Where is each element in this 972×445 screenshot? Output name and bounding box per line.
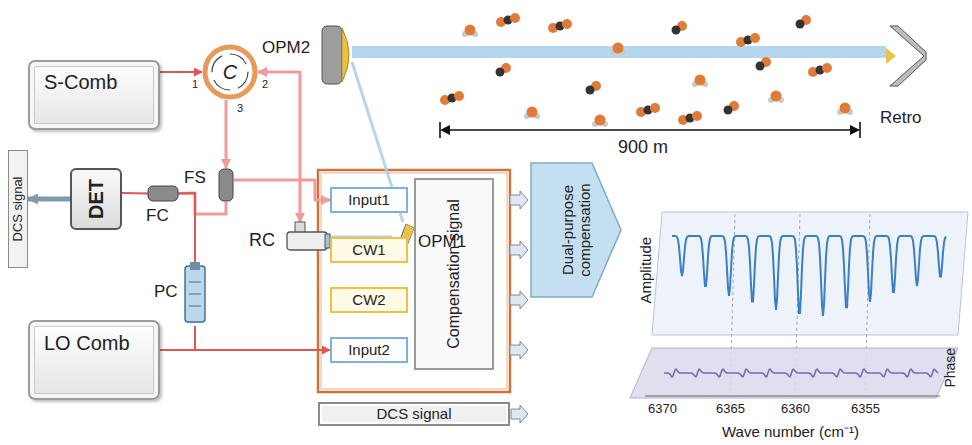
comb-source-box: S-Comb (28, 60, 160, 130)
node-text: Input2 (348, 341, 390, 358)
axis-label: Wave number (cm⁻¹) (722, 424, 859, 441)
node-shape (218, 168, 234, 202)
retroreflector: Retro (886, 24, 926, 88)
fiber-coupler: FC (148, 186, 178, 201)
node-text: DCS signal (11, 155, 26, 263)
housing-inner-line (321, 173, 507, 389)
node-text: RC (249, 230, 275, 251)
molecule (808, 63, 832, 77)
phase-plane (630, 348, 958, 398)
node-text: PC (154, 282, 178, 302)
parabolic-mirror: OPM2 (322, 22, 352, 88)
port-number: 1 (192, 78, 198, 90)
cw-box: CW1 (330, 237, 408, 263)
input-box: Input2 (330, 337, 408, 363)
axis-label: Amplitude (638, 237, 655, 304)
reflective-collimator: RC (285, 222, 330, 258)
circulator: C (202, 44, 258, 100)
compensation-signal-box: Compensation signal (414, 178, 494, 370)
axis-label: 6365 (716, 402, 745, 416)
cw-box: CW2 (330, 287, 408, 313)
node-text: FC (146, 206, 169, 226)
molecule (592, 115, 608, 128)
fiber-connector (225, 100, 228, 168)
molecule (692, 75, 708, 88)
node-text: DET (85, 173, 108, 225)
fiber-connector (28, 197, 70, 202)
node-text: Compensation signal (445, 183, 463, 365)
node-text: CW1 (352, 241, 385, 258)
molecule (496, 13, 520, 27)
amplitude-spectrum (672, 236, 946, 316)
compensation-housing (318, 170, 510, 392)
node-text: OPM2 (262, 38, 310, 58)
comb-source-box: LO Comb (28, 320, 160, 400)
fiber-connector (178, 193, 195, 262)
fiber-connector (122, 192, 148, 195)
port-number: 2 (262, 78, 268, 90)
input-box: Input1 (330, 187, 408, 213)
fiber-connector (258, 72, 300, 222)
dimension-label: 900 m (618, 138, 668, 158)
molecule (462, 25, 478, 38)
output-arrows (510, 191, 528, 423)
molecule (610, 43, 626, 56)
molecule (636, 103, 660, 117)
molecule (724, 101, 740, 115)
port-number: 3 (237, 102, 243, 114)
molecule (496, 63, 512, 77)
molecule (736, 33, 760, 47)
node-shape (322, 22, 352, 88)
node-text: CW2 (352, 291, 385, 308)
fiber-connector (160, 349, 330, 351)
axis-label: 6355 (851, 402, 880, 416)
signal-output-box: DCS signal (8, 150, 28, 268)
axis-label: Phase (943, 348, 958, 388)
axis-label: 6370 (648, 402, 677, 416)
fiber-splitter: FS (218, 168, 234, 202)
node-text: LO Comb (44, 332, 130, 355)
dimension-arrow (440, 122, 860, 138)
node-text: FS (184, 168, 206, 188)
axis-label: 6360 (781, 402, 810, 416)
phase-spectrum (664, 369, 938, 377)
node-shape (148, 186, 178, 201)
fiber-connector (160, 326, 195, 350)
node-text: Dual-purpose compensation (559, 174, 594, 286)
fiber-connector (234, 180, 330, 200)
node-shape (886, 24, 926, 88)
signal-output-box: DCS signal (318, 402, 510, 426)
node-text: Input1 (348, 191, 390, 208)
wavenumber-axis (645, 396, 940, 397)
node-text: C (223, 61, 237, 84)
molecule (796, 15, 812, 29)
polarization-controller: PC (184, 262, 206, 326)
fiber-connector (160, 71, 202, 73)
molecule (756, 57, 772, 71)
node-text: DCS signal (376, 405, 451, 422)
molecule (524, 107, 540, 120)
molecule (678, 111, 702, 125)
node-text: Retro (880, 108, 922, 128)
node-shape (285, 222, 330, 258)
molecule (672, 21, 688, 35)
detector: DET (70, 168, 122, 230)
molecule (548, 19, 572, 33)
molecule (768, 91, 784, 104)
molecule (837, 103, 853, 116)
molecule (586, 81, 602, 95)
amplitude-plane (652, 212, 968, 335)
molecule (440, 91, 464, 105)
node-shape (184, 262, 206, 326)
dual-purpose-arrow: Dual-purpose compensation (530, 162, 622, 298)
node-text: S-Comb (44, 71, 117, 94)
